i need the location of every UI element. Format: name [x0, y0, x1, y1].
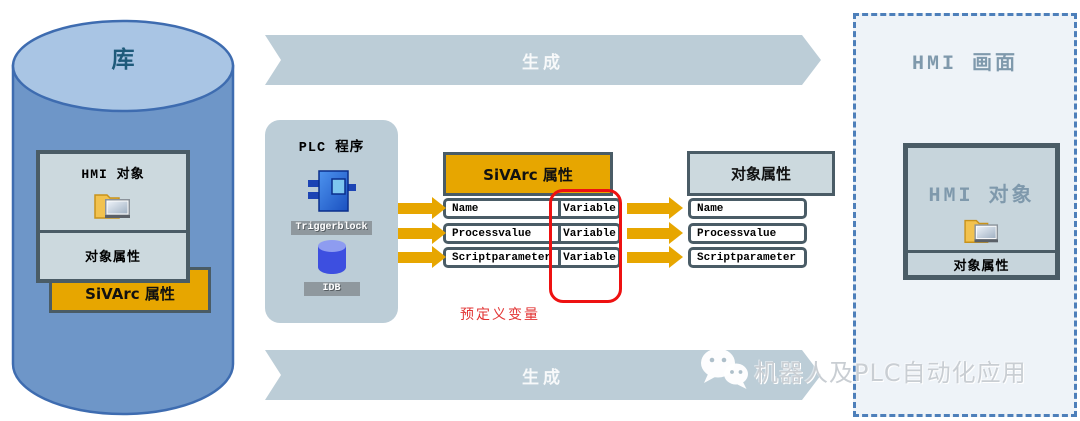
- sivarc-row-name: Name: [452, 202, 479, 215]
- plc-to-table-arrow-2: [398, 222, 446, 244]
- hmi-screen-object-cell: HMI 对象: [908, 148, 1055, 250]
- table-to-object-arrow-3: [627, 246, 683, 268]
- plc-program-card: PLC 程序 Triggerblock IDB: [265, 120, 398, 323]
- hmi-object-folder-icon: [962, 214, 1002, 250]
- library-title: 库: [111, 47, 135, 73]
- sivarc-table-header: SiVArc 属性: [443, 152, 613, 196]
- sivarc-table-header-label: SiVArc 属性: [483, 165, 573, 184]
- sivarc-row-variable: Variable: [558, 201, 618, 216]
- generate-arrow-bottom-label: 生成: [522, 367, 564, 388]
- library-object-properties-label: 对象属性: [84, 250, 141, 266]
- library-hmi-object-cell: HMI 对象: [40, 154, 186, 230]
- hmi-screen-title: HMI 画面: [911, 53, 1018, 76]
- object-table-row: Processvalue: [688, 223, 807, 244]
- object-table-row: Scriptparameter: [688, 247, 807, 268]
- generate-arrow-bottom: 生成: [265, 350, 821, 400]
- hmi-screen-panel: HMI 画面 HMI 对象: [853, 13, 1077, 417]
- sivarc-table-row: Name Variable: [443, 198, 621, 219]
- watermark: 机器人及PLC自动化应用: [699, 346, 1027, 394]
- library-sivarc-properties-label: SiVArc 属性: [85, 285, 175, 303]
- object-table-header: 对象属性: [687, 151, 835, 196]
- hmi-screen-properties-label: 对象属性: [953, 258, 1010, 274]
- hmi-screen-object-card: HMI 对象: [903, 143, 1060, 280]
- table-to-object-arrow-1: [627, 197, 683, 219]
- object-table-header-label: 对象属性: [730, 165, 791, 183]
- trigger-block-label: Triggerblock: [291, 221, 372, 235]
- plc-to-table-arrow-3: [398, 246, 446, 268]
- sivarc-row-name: Processvalue: [452, 227, 532, 240]
- generate-arrow-top-label: 生成: [522, 52, 564, 73]
- object-row-name: Name: [697, 202, 724, 215]
- library-hmi-object-card: HMI 对象 对象属性: [36, 150, 190, 283]
- hmi-screen-object-title: HMI 对象: [928, 185, 1035, 208]
- generate-arrow-top: 生成: [265, 35, 821, 85]
- idb-cylinder-icon: [315, 238, 349, 280]
- chevron-arrow-shape: [265, 350, 821, 400]
- card-divider: [40, 229, 186, 233]
- object-row-name: Processvalue: [697, 227, 777, 240]
- predefined-variable-annotation: 预定义变量: [460, 307, 540, 323]
- chevron-arrow-shape: [265, 35, 821, 85]
- sivarc-row-name: Scriptparameter: [452, 251, 552, 264]
- watermark-text: 机器人及PLC自动化应用: [754, 358, 1027, 387]
- wechat-icon: [699, 346, 749, 394]
- predefined-variable-highlight-box: [549, 189, 622, 303]
- object-row-name: Scriptparameter: [697, 251, 797, 264]
- hmi-object-folder-icon: [92, 188, 134, 226]
- plc-to-table-arrow-1: [398, 197, 446, 219]
- sivarc-row-variable: Variable: [558, 250, 618, 265]
- library-object-properties-cell: 对象属性: [40, 232, 186, 279]
- sivarc-row-variable: Variable: [558, 226, 618, 241]
- table-to-object-arrow-2: [627, 222, 683, 244]
- object-table-row: Name: [688, 198, 807, 219]
- library-hmi-object-title: HMI 对象: [81, 167, 145, 182]
- trigger-block-icon: [306, 168, 358, 220]
- plc-program-title: PLC 程序: [298, 141, 365, 156]
- hmi-screen-properties-cell: 对象属性: [908, 253, 1055, 275]
- idb-label: IDB: [303, 282, 360, 296]
- card-divider: [908, 250, 1055, 253]
